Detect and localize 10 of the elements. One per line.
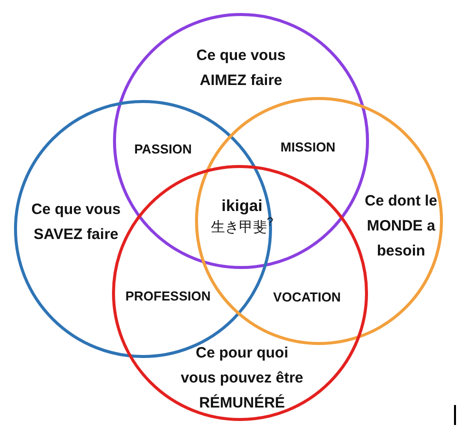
circle-label: Ce pour quoi vous pouvez être RÉMUNÉRÉ: [180, 344, 304, 414]
center-label: ikigai: [222, 198, 262, 216]
overlap-label: VOCATION: [273, 290, 341, 304]
overlap-label: PROFESSION: [125, 288, 211, 304]
circle-label: Ce que vous SAVEZ faire: [30, 200, 122, 245]
overlap-label: MISSION: [280, 140, 336, 154]
japanese-label: 生き甲斐$^{?}$: [210, 216, 274, 236]
overlap-label: PASSION: [134, 142, 192, 156]
circle-label: Ce que vous AIMEZ faire: [195, 46, 287, 91]
circle-label: Ce dont le MONDE a besoin: [364, 192, 438, 262]
